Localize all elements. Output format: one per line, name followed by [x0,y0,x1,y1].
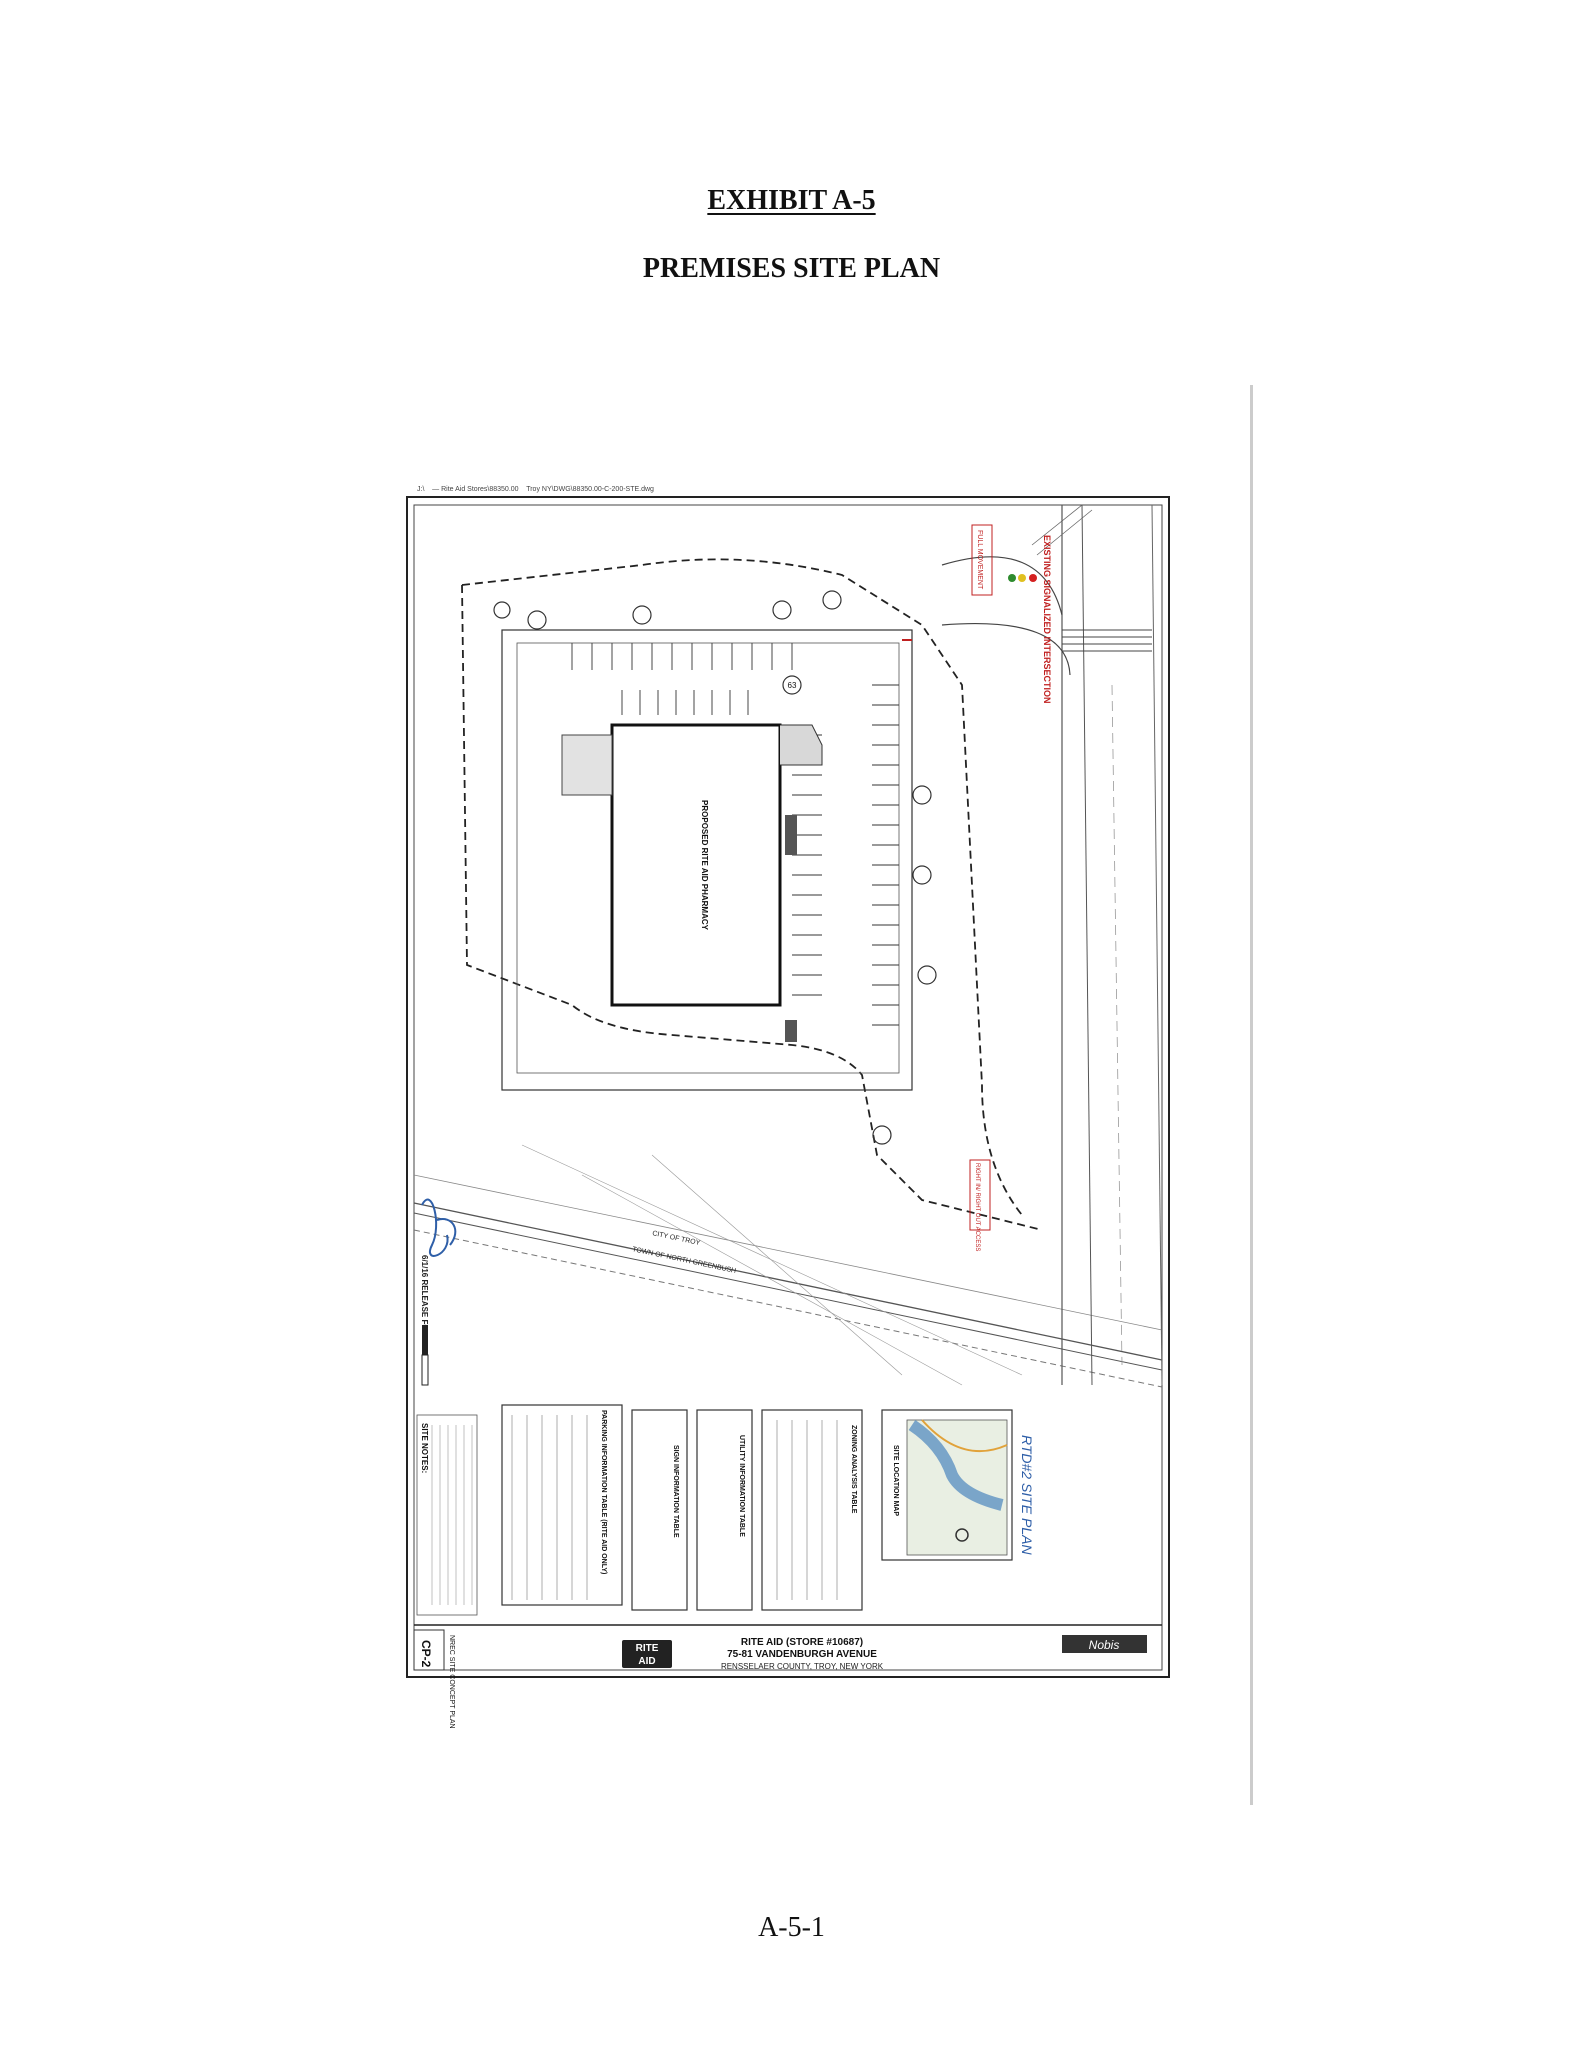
exhibit-title: EXHIBIT A-5 [707,185,876,216]
parking-stalls-top [571,643,793,670]
release-note: 6/1/16 RELEASE FOR BIDDING [420,1255,429,1372]
exhibit-subtitle: PREMISES SITE PLAN [642,253,941,284]
site-location-map-title: SITE LOCATION MAP [892,1445,899,1516]
page-number: A-5-1 [758,1912,825,1943]
parking-table-title: PARKING INFORMATION TABLE (RITE AID ONLY… [600,1410,607,1574]
title-block: CP-2 NREC SITE CONCEPT PLAN RITE AID RIT… [413,1624,1162,1729]
dumpster-pad [561,734,613,796]
parking-count-label: 63 [788,681,797,690]
drawing-path-text: J:\ — Rite Aid Stores\88350.00 Troy NY\D… [417,486,654,493]
nobis-logo [1062,1635,1147,1653]
site-plan-scan: J:\ — Rite Aid Stores\88350.00 Troy NY\D… [322,385,1254,1807]
firm-logo-text: Nobis [1089,1638,1120,1652]
scan-edge [1250,385,1253,1805]
sheet-title: NREC SITE CONCEPT PLAN [448,1635,455,1729]
logo-word-2: AID [638,1656,655,1667]
signal-red-light [1029,574,1037,582]
project-address: 75-81 VANDENBURGH AVENUE [727,1649,877,1660]
trees [493,590,937,1145]
rite-aid-logo [622,1640,672,1668]
accessible-stall [785,815,797,855]
parking-stalls-middle [792,734,822,996]
sign-table-title: SIGN INFORMATION TABLE [672,1445,679,1538]
utility-table-title: UTILITY INFORMATION TABLE [738,1435,745,1537]
parking-stalls-right [872,684,899,1026]
site-notes-heading: SITE NOTES: [420,1423,429,1473]
building-label: PROPOSED RITE AID PHARMACY [700,800,709,931]
signal-label: EXISTING SIGNALIZED INTERSECTION [1042,535,1052,704]
signature [421,1198,457,1257]
site-plan-drawing: J:\ — Rite Aid Stores\88350.00 Troy NY\D… [406,486,1170,1729]
parking-stalls-upper [621,690,749,715]
right-in-out-label: RIGHT IN/ RIGHT OUT ACCESS [974,1163,980,1251]
town-label: TOWN OF NORTH GREENBUSH [632,1246,737,1275]
notes-and-tables: SITE NOTES: PARKING INFORMATION TABLE (R… [416,1404,1013,1616]
logo-word-1: RITE [636,1643,659,1654]
signal-yellow-light [1018,574,1026,582]
project-county: RENSSELAER COUNTY, TROY, NEW YORK [721,1662,884,1671]
full-movement-label: FULL MOVEMENT [976,530,983,590]
graphic-scale [421,1325,429,1386]
accessible-stall [785,1020,797,1042]
signal-green-light [1008,574,1016,582]
proposed-building [610,723,782,1007]
zoning-table-title: ZONING ANALYSIS TABLE [850,1425,857,1514]
sheet-number: CP-2 [419,1640,433,1668]
project-name: RITE AID (STORE #10687) [741,1637,863,1648]
handwritten-note: RTD#2 SITE PLAN [1019,1435,1035,1555]
